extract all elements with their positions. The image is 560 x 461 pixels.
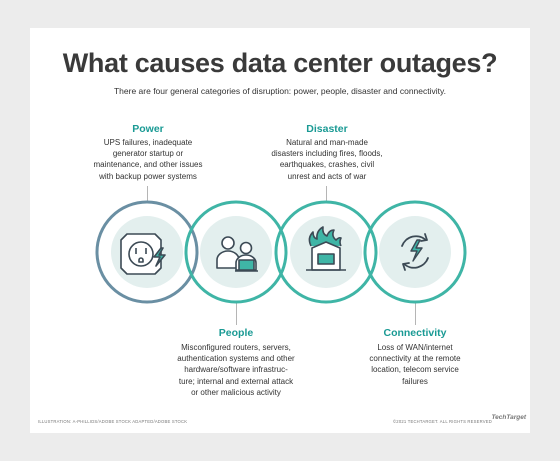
people-description: Misconfigured routers, servers, authenti…: [177, 343, 295, 397]
disaster-title: Disaster: [306, 123, 348, 135]
connectivity-description: Loss of WAN/internet connectivity at the…: [369, 343, 461, 386]
power-leader-line: [147, 186, 148, 202]
connectivity-ring: [363, 200, 467, 304]
people-leader-line: [236, 303, 237, 325]
people-title: People: [218, 327, 254, 339]
power-title: Power: [132, 123, 164, 135]
burning-building-icon: [306, 226, 346, 271]
disaster-leader-line: [326, 186, 327, 202]
connectivity-title: Connectivity: [383, 327, 447, 339]
illustration-credit: ILLUSTRATION: A-PHILLIDS/ADOBE STOCK ADA…: [38, 419, 188, 424]
disaster-description: Natural and man-made disasters including…: [271, 138, 383, 181]
copyright-notice: ©2021 TECHTARGET. ALL RIGHTS RESERVED: [393, 419, 492, 424]
connectivity-leader-line: [415, 303, 416, 325]
people-ring: [184, 200, 288, 304]
page-subtitle: There are four general categories of dis…: [113, 86, 446, 96]
people-laptop-icon: [216, 236, 258, 272]
electrical-outlet-icon: [120, 233, 166, 275]
power-description: UPS failures, inadequate generator start…: [93, 138, 203, 181]
network-cycle-icon: [401, 233, 429, 271]
page-title: What causes data center outages?: [62, 48, 498, 78]
techtarget-logo: TechTarget: [491, 414, 526, 421]
